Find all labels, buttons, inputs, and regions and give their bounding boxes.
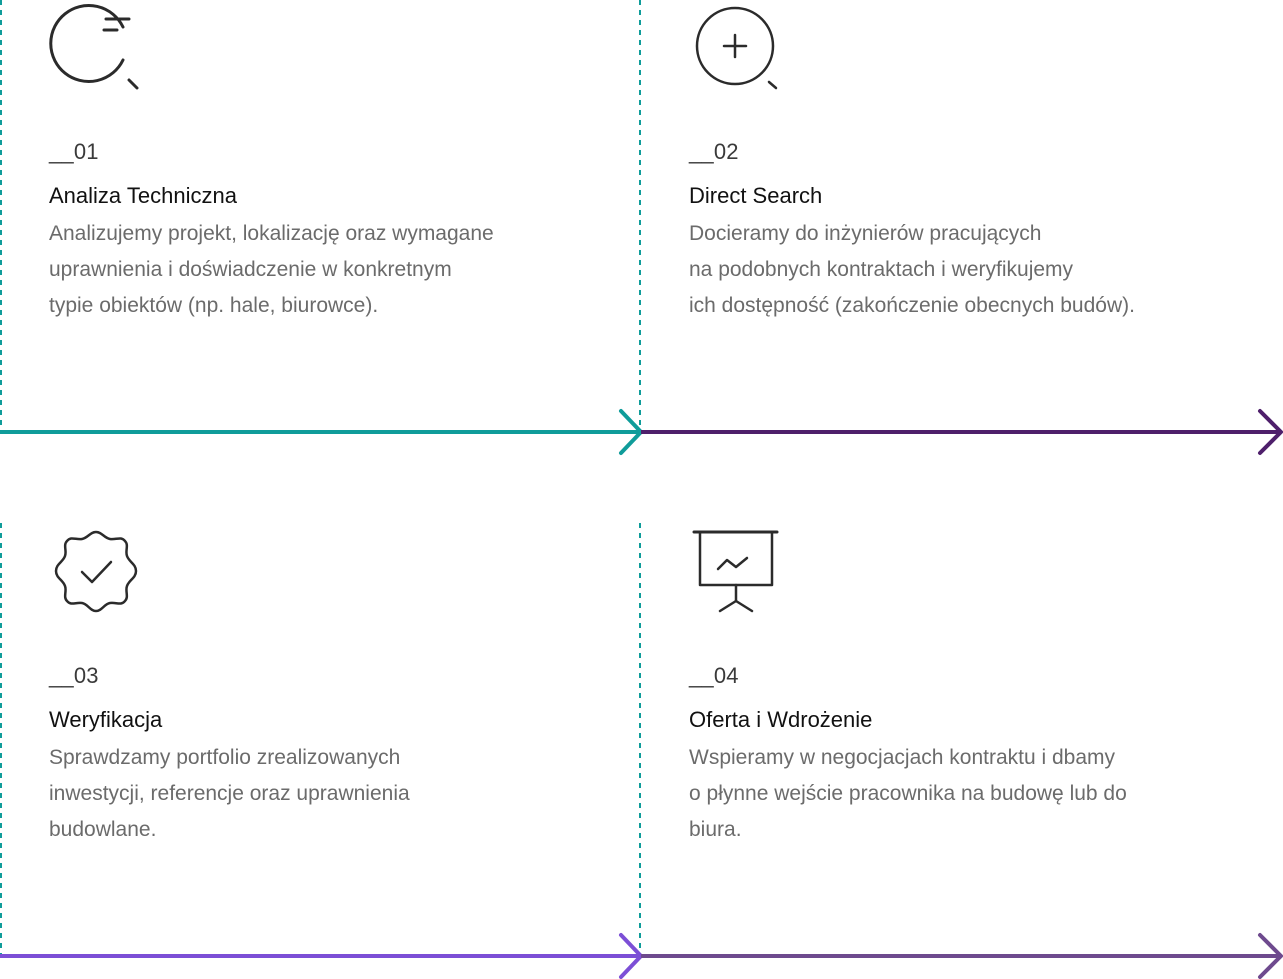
search-list-icon <box>49 0 149 100</box>
step-title: Analiza Techniczna <box>49 183 237 208</box>
step-description: Analizujemy projekt, lokalizację oraz wy… <box>49 216 609 324</box>
description-line: na podobnych kontraktach i weryfikujemy <box>689 258 1074 281</box>
description-line: Wspieramy w negocjacjach kontraktu i dba… <box>689 746 1116 769</box>
step-number: __04 <box>689 663 739 688</box>
description-line: Docieramy do inżynierów pracujących <box>689 222 1042 245</box>
step-title: Direct Search <box>689 183 823 208</box>
step-card-03: __03 Weryfikacja Sprawdzamy portfolio zr… <box>49 524 649 944</box>
step-description: Sprawdzamy portfolio zrealizowanych inwe… <box>49 740 609 848</box>
verified-badge-icon <box>49 524 149 624</box>
presentation-board-icon <box>689 524 789 624</box>
arrow-step-02 <box>641 409 1283 455</box>
step-description: Docieramy do inżynierów pracujących na p… <box>689 216 1249 324</box>
description-line: Analizujemy projekt, lokalizację oraz wy… <box>49 222 494 245</box>
step-title: Oferta i Wdrożenie <box>689 707 873 732</box>
step-card-04: __04 Oferta i Wdrożenie Wspieramy w nego… <box>689 524 1283 944</box>
step-number: __02 <box>689 139 739 164</box>
step-card-01: __01 Analiza Techniczna Analizujemy proj… <box>49 0 649 420</box>
arrow-step-04 <box>641 933 1283 979</box>
step-number: __01 <box>49 139 99 164</box>
step-card-02: __02 Direct Search Docieramy do inżynier… <box>689 0 1283 420</box>
step-number: __03 <box>49 663 99 688</box>
description-line: ich dostępność (zakończenie obecnych bud… <box>689 294 1135 317</box>
description-line: uprawnienia i doświadczenie w konkretnym <box>49 258 452 281</box>
zoom-in-icon <box>689 0 789 100</box>
description-line: o płynne wejście pracownika na budowę lu… <box>689 782 1127 805</box>
description-line: budowlane. <box>49 818 157 841</box>
description-line: typie obiektów (np. hale, biurowce). <box>49 294 379 317</box>
description-line: inwestycji, referencje oraz uprawnienia <box>49 782 410 805</box>
step-title: Weryfikacja <box>49 707 163 732</box>
step-description: Wspieramy w negocjacjach kontraktu i dba… <box>689 740 1249 848</box>
description-line: biura. <box>689 818 742 841</box>
description-line: Sprawdzamy portfolio zrealizowanych <box>49 746 401 769</box>
